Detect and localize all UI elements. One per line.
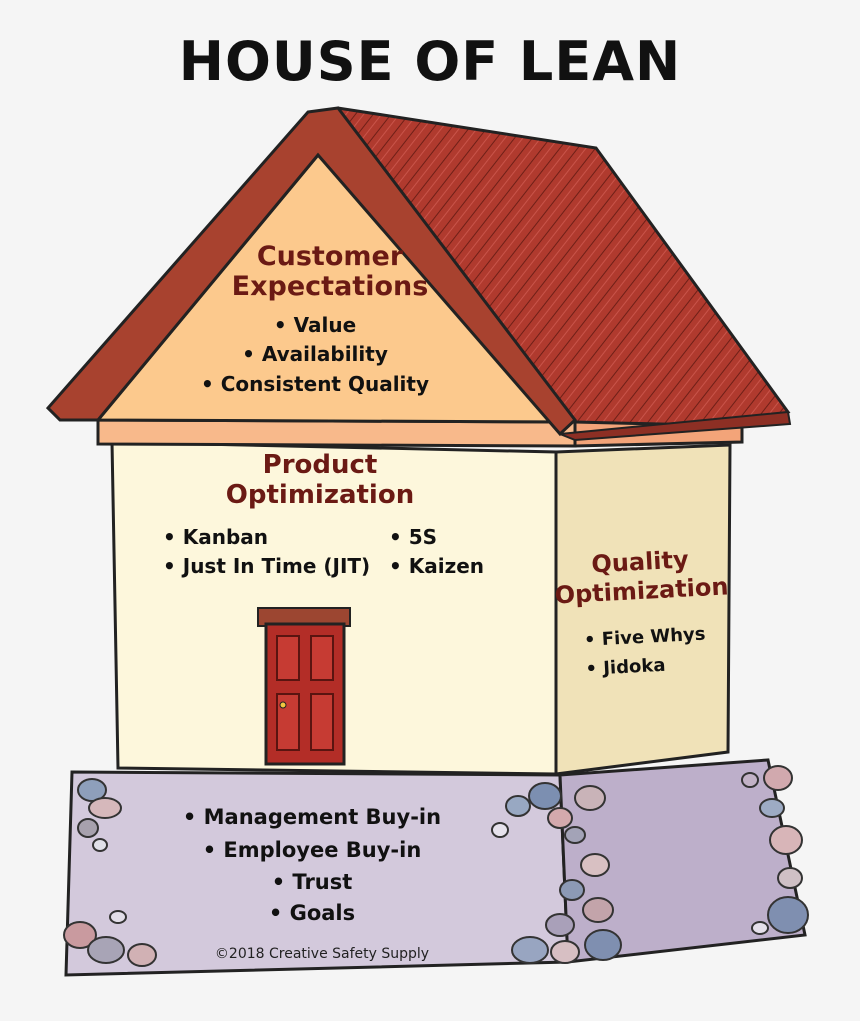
foundation-item: • Trust	[272, 870, 353, 894]
roof-heading-line2: Expectations	[232, 271, 429, 302]
foundation	[63, 758, 809, 977]
foundation-side	[558, 758, 807, 964]
front-eave	[96, 418, 577, 448]
front-item: • Just In Time (JIT)	[163, 554, 370, 578]
roof-item: • Consistent Quality	[201, 372, 429, 396]
front-heading-line2: Optimization	[226, 480, 414, 510]
diagram-title: HOUSE OF LEAN	[178, 30, 682, 93]
front-item: • Kanban	[163, 525, 268, 549]
side-heading-line1: Quality	[591, 545, 690, 578]
front-item: • Kaizen	[389, 554, 484, 578]
roof-bottom-edge	[559, 410, 792, 442]
side-wall	[554, 443, 732, 776]
customer-expectations-section: Customer Expectations • Value • Availabi…	[201, 241, 429, 396]
roof-heading-line1: Customer	[257, 241, 404, 272]
front-item: • 5S	[389, 525, 437, 549]
front-heading-line1: Product	[263, 450, 378, 480]
copyright-notice: ©2018 Creative Safety Supply	[215, 946, 429, 962]
roof-item: • Value	[274, 313, 356, 337]
side-item: • Jidoka	[585, 655, 666, 680]
foundation-item: • Employee Buy-in	[203, 838, 422, 862]
foundation-section: • Management Buy-in • Employee Buy-in • …	[183, 805, 441, 962]
roof	[45, 106, 792, 442]
foundation-stones	[63, 765, 809, 967]
roof-item: • Availability	[242, 342, 388, 366]
product-optimization-section: Product Optimization • Kanban • Just In …	[163, 450, 484, 578]
roof-front-edge	[45, 106, 578, 437]
front-door	[257, 607, 351, 766]
foundation-item: • Goals	[269, 901, 355, 925]
foundation-item: • Management Buy-in	[183, 805, 441, 829]
